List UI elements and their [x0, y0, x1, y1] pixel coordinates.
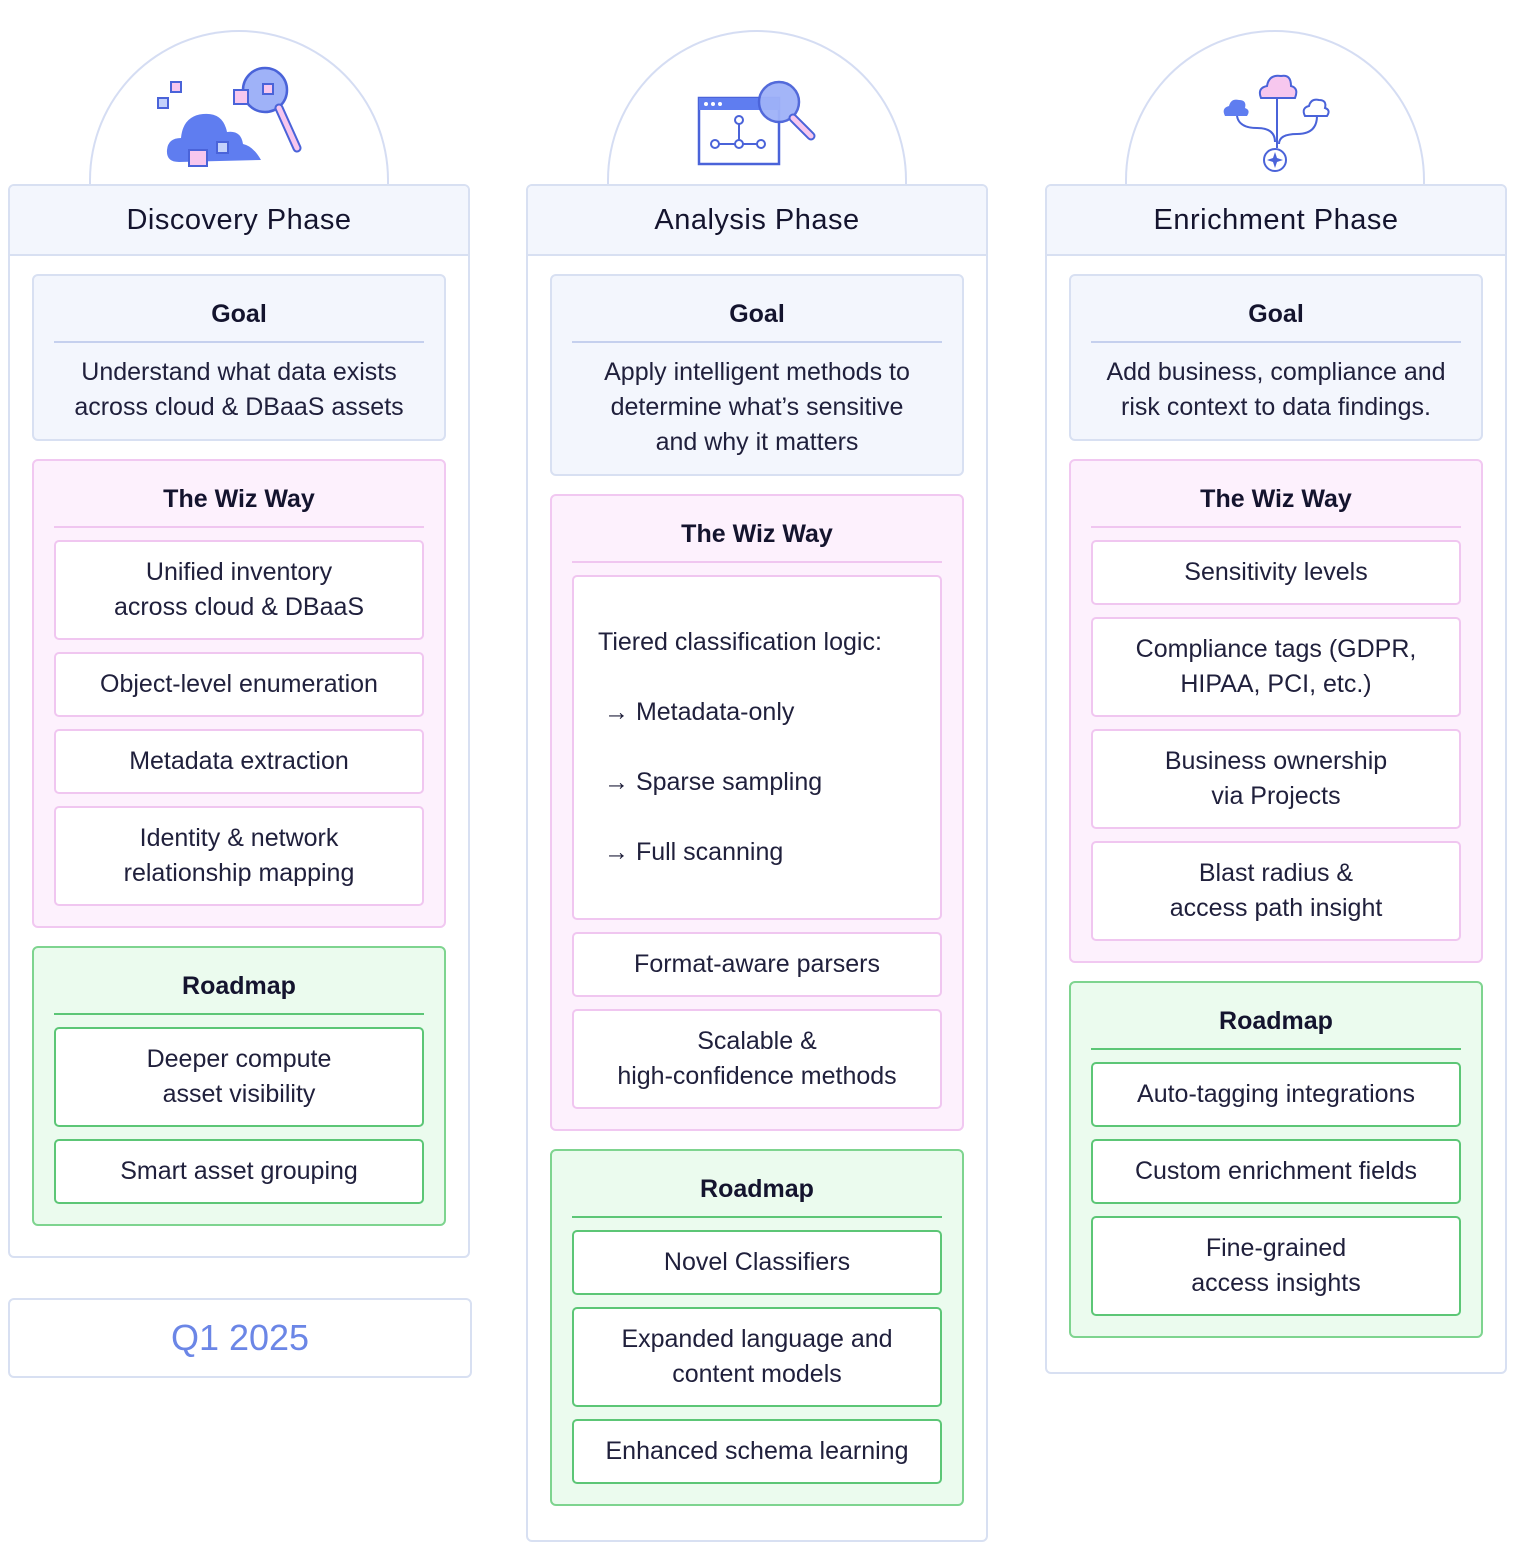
browser-graph-search-icon: [697, 80, 816, 166]
goal-section: Goal Understand what data exists across …: [32, 274, 446, 441]
wiz-item: Metadata extraction: [54, 729, 424, 794]
wiz-item: Scalable & high-confidence methods: [572, 1009, 942, 1109]
goal-title: Goal: [572, 276, 942, 343]
wiz-way-section: The Wiz Way Unified inventory across clo…: [32, 459, 446, 928]
wiz-way-title: The Wiz Way: [54, 461, 424, 528]
quarter-label: Q1 2025: [8, 1298, 472, 1378]
wiz-item: Business ownership via Projects: [1091, 729, 1461, 829]
roadmap-item: Auto-tagging integrations: [1091, 1062, 1461, 1127]
wiz-way-section: The Wiz Way Sensitivity levels Complianc…: [1069, 459, 1483, 963]
roadmap-title: Roadmap: [572, 1151, 942, 1218]
analysis-icon-arc: [607, 30, 907, 188]
phase-title: Enrichment Phase: [1047, 186, 1505, 256]
goal-title: Goal: [1091, 276, 1461, 343]
roadmap-title: Roadmap: [54, 948, 424, 1015]
goal-title: Goal: [54, 276, 424, 343]
roadmap-item: Custom enrichment fields: [1091, 1139, 1461, 1204]
enrichment-icon-arc: [1125, 30, 1425, 188]
enrichment-phase-column: Enrichment Phase Goal Add business, comp…: [1045, 184, 1507, 1374]
cloud-tree-sparkle-icon: [1223, 74, 1330, 172]
wiz-way-section: The Wiz Way Tiered classification logic:…: [550, 494, 964, 1131]
wiz-way-title: The Wiz Way: [572, 496, 942, 563]
roadmap-item: Novel Classifiers: [572, 1230, 942, 1295]
wiz-item: Identity & network relationship mapping: [54, 806, 424, 906]
roadmap-item: Fine-grained access insights: [1091, 1216, 1461, 1316]
tiered-step: → Metadata-only: [604, 698, 795, 726]
tiered-step: → Full scanning: [604, 838, 784, 866]
goal-text: Add business, compliance and risk contex…: [1106, 358, 1446, 421]
wiz-item: Blast radius & access path insight: [1091, 841, 1461, 941]
phase-title: Discovery Phase: [10, 186, 468, 256]
roadmap-item: Enhanced schema learning: [572, 1419, 942, 1484]
goal-section: Goal Add business, compliance and risk c…: [1069, 274, 1483, 441]
wiz-item: Format-aware parsers: [572, 932, 942, 997]
phase-title: Analysis Phase: [528, 186, 986, 256]
discovery-phase-column: Discovery Phase Goal Understand what dat…: [8, 184, 470, 1258]
roadmap-section: Roadmap Auto-tagging integrations Custom…: [1069, 981, 1483, 1338]
roadmap-section: Roadmap Novel Classifiers Expanded langu…: [550, 1149, 964, 1506]
tiered-step: → Sparse sampling: [604, 768, 823, 796]
goal-text: Apply intelligent methods to determine w…: [604, 358, 910, 456]
wiz-item: Unified inventory across cloud & DBaaS: [54, 540, 424, 640]
discovery-icon-arc: [89, 30, 389, 188]
roadmap-section: Roadmap Deeper compute asset visibility …: [32, 946, 446, 1226]
cloud-search-icon: [157, 66, 302, 167]
roadmap-item: Deeper compute asset visibility: [54, 1027, 424, 1127]
roadmap-item: Expanded language and content models: [572, 1307, 942, 1407]
wiz-item: Compliance tags (GDPR, HIPAA, PCI, etc.): [1091, 617, 1461, 717]
tiered-classification-item: Tiered classification logic: → Metadata-…: [572, 575, 942, 920]
roadmap-item: Smart asset grouping: [54, 1139, 424, 1204]
tiered-heading: Tiered classification logic:: [598, 628, 882, 656]
analysis-phase-column: Analysis Phase Goal Apply intelligent me…: [526, 184, 988, 1542]
wiz-way-title: The Wiz Way: [1091, 461, 1461, 528]
wiz-item: Sensitivity levels: [1091, 540, 1461, 605]
goal-text: Understand what data exists across cloud…: [74, 358, 404, 421]
wiz-item: Object-level enumeration: [54, 652, 424, 717]
goal-section: Goal Apply intelligent methods to determ…: [550, 274, 964, 476]
roadmap-title: Roadmap: [1091, 983, 1461, 1050]
